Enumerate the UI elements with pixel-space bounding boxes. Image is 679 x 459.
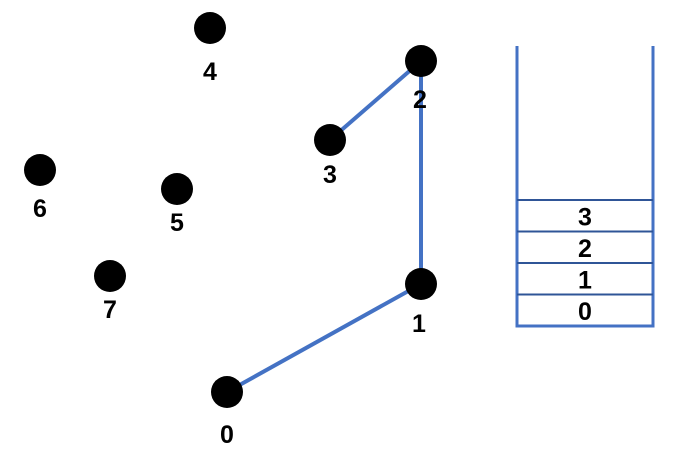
edge-2-3 (328, 59, 423, 142)
node-label-7: 7 (103, 296, 117, 324)
node-label-3: 3 (323, 161, 337, 189)
node-2 (405, 45, 437, 77)
nodes-layer: 0 1 2 3 4 5 6 7 (24, 12, 437, 449)
stack-item-3: 3 (578, 204, 592, 232)
stack-item-0: 0 (578, 298, 592, 326)
stack-outline (515, 46, 655, 328)
node-label-4: 4 (203, 58, 217, 86)
node-1 (405, 268, 437, 300)
stack-item-1: 1 (578, 267, 592, 295)
node-4 (194, 12, 226, 44)
node-3 (314, 124, 346, 156)
node-label-5: 5 (170, 209, 184, 237)
node-5 (161, 173, 193, 205)
edge-0-1 (226, 282, 422, 394)
node-label-6: 6 (33, 195, 47, 223)
stack-container: 0 1 2 3 (515, 46, 655, 328)
node-7 (94, 260, 126, 292)
node-label-1: 1 (412, 310, 426, 338)
node-label-2: 2 (413, 86, 427, 114)
stack-item-2: 2 (578, 235, 592, 263)
node-0 (211, 376, 243, 408)
node-label-0: 0 (220, 421, 234, 449)
node-6 (24, 154, 56, 186)
edges-layer (226, 59, 423, 394)
